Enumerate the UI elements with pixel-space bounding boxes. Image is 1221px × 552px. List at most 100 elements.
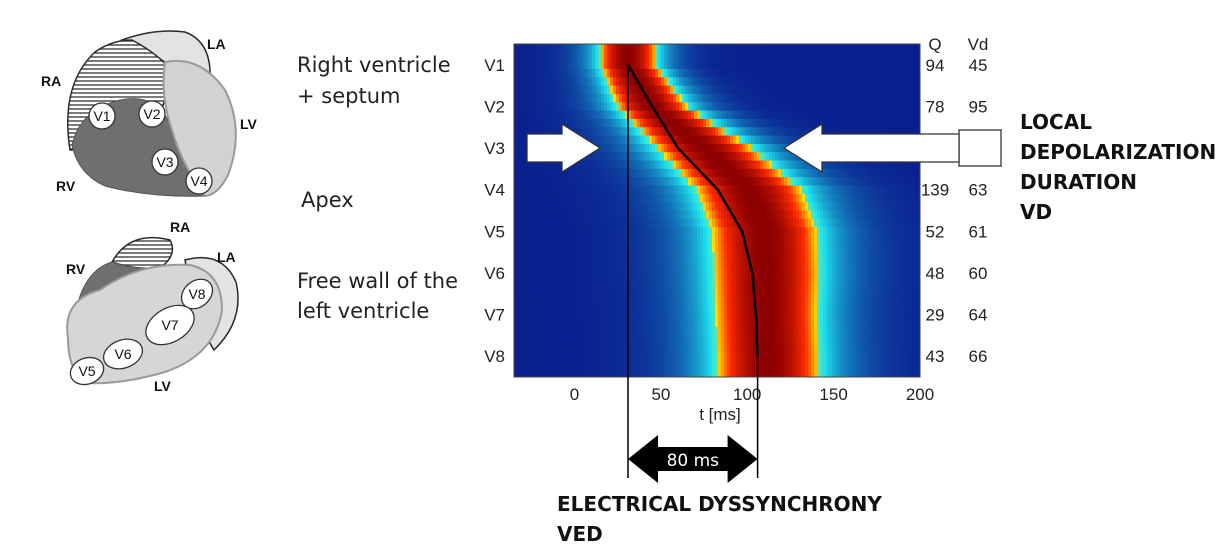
heatmap-cell [895, 127, 899, 137]
heatmap-cell [901, 93, 905, 103]
heatmap-cell [805, 268, 809, 278]
heatmap-cell [862, 302, 866, 311]
heatmap-cell [631, 268, 635, 278]
heatmap-cell [619, 68, 623, 78]
heatmap-cell [616, 227, 620, 236]
heatmap-cell [691, 252, 695, 261]
heatmap-cell [805, 277, 809, 286]
heatmap-cell [823, 102, 827, 112]
heatmap-cell [721, 343, 725, 353]
heatmap-cell [835, 243, 839, 253]
heatmap-cell [514, 152, 518, 162]
heatmap-cell [889, 127, 893, 137]
heatmap-cell [595, 93, 599, 103]
heatmap-cell [670, 77, 674, 87]
heatmap-cell [805, 327, 809, 336]
heatmap-cell [730, 302, 734, 311]
heatmap-cell [643, 293, 647, 303]
chamber-label-la-bottom: LA [217, 249, 236, 265]
heatmap-cell [853, 293, 857, 303]
heatmap-cell [826, 102, 830, 112]
heatmap-cell [853, 185, 857, 195]
heatmap-cell [592, 185, 596, 195]
heatmap-cell [649, 168, 653, 178]
heatmap-cell [637, 310, 641, 320]
heatmap-cell [814, 193, 818, 203]
heatmap-cell [883, 68, 887, 78]
heatmap-cell [679, 243, 683, 253]
heatmap-cell [700, 318, 704, 328]
heatmap-cell [568, 168, 572, 178]
heatmap-cell [694, 235, 698, 245]
heatmap-cell [793, 310, 797, 320]
heatmap-cell [541, 93, 545, 103]
heatmap-cell [889, 185, 893, 195]
heatmap-cell [652, 52, 656, 62]
heatmap-cell [811, 302, 815, 311]
heatmap-cell [856, 327, 860, 336]
heatmap-cell [556, 293, 560, 303]
heatmap-cell [811, 285, 815, 295]
heatmap-cell [895, 260, 899, 270]
heatmap-cell [631, 93, 635, 103]
heatmap-cell [859, 318, 863, 328]
heatmap-cell [523, 293, 527, 303]
heatmap-cell [625, 193, 629, 203]
heatmap-cell [850, 210, 854, 220]
heatmap-cell [865, 285, 869, 295]
heatmap-cell [847, 77, 851, 87]
heatmap-cell [823, 227, 827, 236]
heatmap-cell [757, 60, 761, 70]
heatmap-cell [910, 285, 914, 295]
heatmap-cell [598, 268, 602, 278]
heatmap-cell [574, 68, 578, 78]
heatmap-cell [826, 260, 830, 270]
heatmap-cell [628, 227, 632, 236]
heatmap-cell [841, 93, 845, 103]
heatmap-cell [820, 68, 824, 78]
heatmap-cell [577, 60, 581, 70]
heatmap-cell [859, 44, 863, 53]
heatmap-cell [772, 268, 776, 278]
heatmap-cell [694, 218, 698, 228]
heatmap-cell [889, 227, 893, 236]
heatmap-cell [850, 52, 854, 62]
heatmap-cell [856, 68, 860, 78]
heatmap-cell [793, 260, 797, 270]
heatmap-cell [646, 218, 650, 228]
heatmap-cell [772, 227, 776, 236]
heatmap-cell [673, 44, 677, 53]
heatmap-cell [580, 343, 584, 353]
heatmap-cell [775, 335, 779, 345]
heatmap-cell [640, 343, 644, 353]
heatmap-cell [700, 268, 704, 278]
heatmap-cell [700, 202, 704, 211]
heatmap-cell [574, 318, 578, 328]
heatmap-cell [859, 193, 863, 203]
heatmap-cell [709, 210, 713, 220]
heatmap-cell [745, 93, 749, 103]
heatmap-cell [622, 44, 626, 53]
heatmap-cell [778, 277, 782, 286]
heatmap-cell [691, 185, 695, 195]
lead-marker-v3: V3 [151, 148, 179, 176]
heatmap-cell [772, 335, 776, 345]
heatmap-cell [547, 102, 551, 112]
heatmap-cell [709, 268, 713, 278]
heatmap-cell [760, 127, 764, 137]
heatmap-cell [859, 310, 863, 320]
heatmap-cell [667, 293, 671, 303]
heatmap-cell [535, 218, 539, 228]
heatmap-cell [757, 143, 761, 153]
heatmap-cell [841, 335, 845, 345]
heatmap-cell [610, 85, 614, 95]
heatmap-cell [661, 52, 665, 62]
heatmap-cell [532, 193, 536, 203]
heatmap-cell [886, 127, 890, 137]
heatmap-cell [862, 218, 866, 228]
heatmap-cell [547, 310, 551, 320]
heatmap-cell [535, 318, 539, 328]
heatmap-cell [658, 85, 662, 95]
heatmap-cell [808, 293, 812, 303]
heatmap-cell [751, 52, 755, 62]
